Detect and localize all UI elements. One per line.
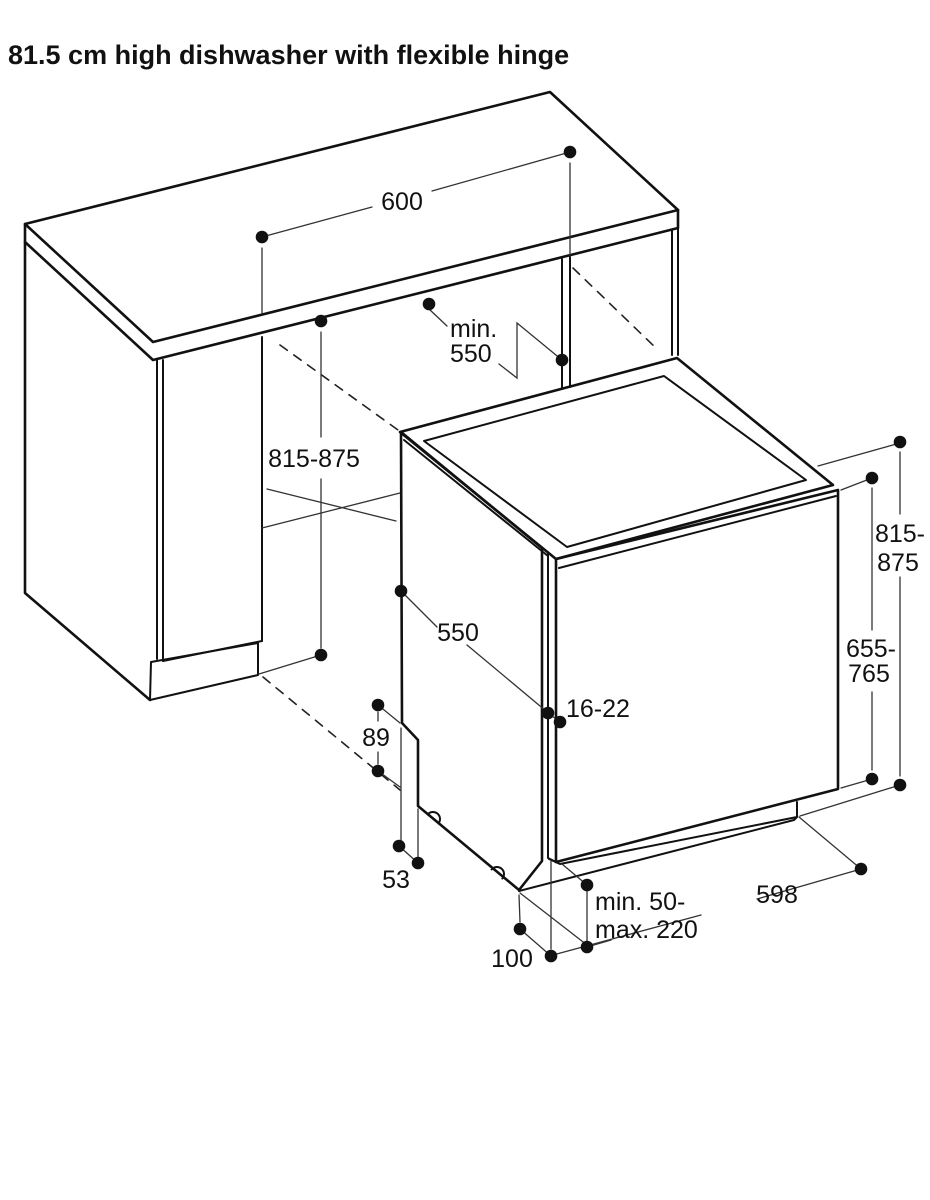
cabinet-front-left-edge — [156, 358, 164, 662]
dim-label-door-projection: 100 — [491, 945, 533, 973]
counter-right-end-panel — [671, 209, 679, 356]
dimension-labels: 600 min. 550 815-875 550 16-22 89 53 100… — [268, 188, 925, 973]
dim-label-niche-depth-line1: min. — [450, 315, 497, 343]
dim-line-door-projection — [518, 860, 588, 957]
dimension-dot — [580, 878, 594, 892]
dim-line-recess-height — [377, 704, 419, 859]
dim-label-niche-height-left: 815-875 — [268, 445, 360, 473]
dim-label-appliance-depth: 550 — [437, 619, 479, 647]
dim-label-recess-depth: 53 — [382, 866, 410, 894]
dim-line-niche-height-left — [258, 331, 322, 675]
dim-label-door-thickness: 16-22 — [566, 695, 630, 723]
projection-line-top-left — [279, 344, 399, 431]
page-title: 81.5 cm high dishwasher with flexible hi… — [8, 40, 569, 70]
niche-floor-lines — [261, 488, 401, 529]
cabinet-left-side — [23, 240, 152, 702]
dimension-dot — [541, 706, 555, 720]
dim-label-niche-height-right-line1: 815- — [875, 520, 925, 548]
dishwasher-wheel-front — [426, 811, 441, 825]
dishwasher-door-top-rim — [558, 495, 837, 569]
countertop-top-face — [23, 90, 680, 344]
dimension-dot — [555, 353, 569, 367]
dishwasher — [398, 356, 840, 892]
dishwasher-top-face — [398, 356, 835, 561]
dimension-dot — [255, 230, 269, 244]
cabinet-plinth — [149, 642, 259, 701]
dimension-dot — [411, 856, 425, 870]
dimension-dot — [893, 435, 907, 449]
projection-line-floor — [262, 676, 401, 791]
dim-line-niche-height-right — [799, 442, 901, 817]
dim-line-appliance-height — [840, 477, 873, 789]
dim-label-appliance-height-line1: 655- — [846, 635, 896, 663]
dimension-dot — [394, 584, 408, 598]
projection-dashed-lines — [262, 267, 659, 791]
dimension-dot — [893, 778, 907, 792]
dishwasher-top-left-rim — [403, 439, 549, 557]
dimension-dot — [563, 145, 577, 159]
dimension-dot — [422, 297, 436, 311]
dimension-dot — [553, 715, 567, 729]
dishwasher-door-panel — [554, 488, 840, 864]
dimension-dot — [314, 648, 328, 662]
dishwasher-top-inset — [423, 375, 807, 548]
dimension-dot — [544, 949, 558, 963]
dimension-dot — [865, 471, 879, 485]
dishwasher-side-panel — [399, 430, 544, 892]
dim-line-appliance-depth — [400, 590, 547, 712]
dimension-dot — [392, 839, 406, 853]
countertop-edge-band — [23, 208, 680, 362]
dimension-dot — [314, 314, 328, 328]
dimension-dot — [371, 764, 385, 778]
dimension-dot — [513, 922, 527, 936]
dim-line-appliance-width — [552, 816, 862, 956]
dim-label-recess-height: 89 — [362, 724, 390, 752]
dimension-dot — [865, 772, 879, 786]
niche-right-partition — [561, 256, 571, 390]
dimension-dot — [371, 698, 385, 712]
dimension-dot — [580, 940, 594, 954]
dimension-dot — [854, 862, 868, 876]
counter-cabinet — [23, 90, 680, 702]
dim-label-appliance-height-line2: 765 — [848, 660, 890, 688]
dim-line-niche-width — [261, 151, 571, 314]
dishwasher-base — [518, 801, 798, 892]
dimension-lines — [258, 151, 901, 957]
dim-label-niche-depth-line2: 550 — [450, 340, 492, 368]
dim-label-plinth-clearance-line2: max. 220 — [595, 916, 698, 944]
dim-label-niche-height-right-line2: 875 — [877, 549, 919, 577]
dishwasher-wheel-rear — [490, 866, 505, 880]
dim-label-plinth-clearance-line1: min. 50- — [595, 888, 685, 916]
projection-line-top-right — [572, 267, 659, 351]
dim-line-niche-depth — [428, 308, 563, 380]
dim-label-appliance-width: 598 — [756, 881, 798, 909]
dimension-dots — [255, 145, 907, 963]
dim-label-niche-width: 600 — [381, 188, 423, 216]
